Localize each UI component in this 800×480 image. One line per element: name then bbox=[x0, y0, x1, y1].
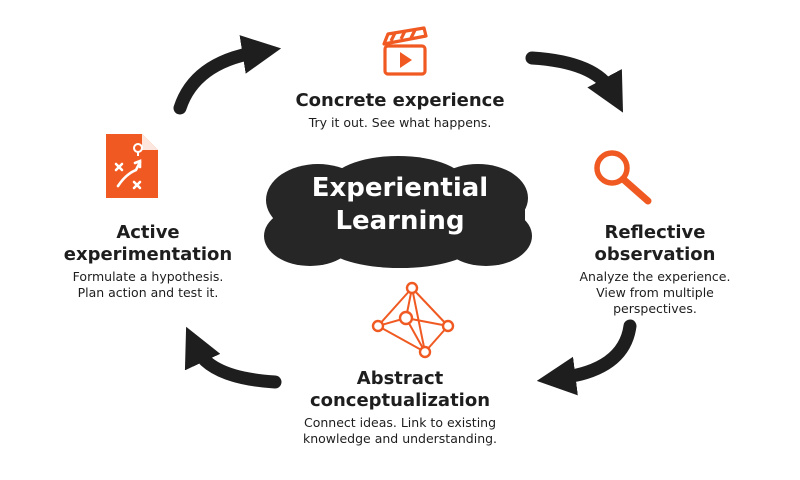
arrow-to-active bbox=[184, 326, 282, 389]
concrete-stage: Concrete experience Try it out. See what… bbox=[280, 90, 520, 131]
center-title: Experiential Learning bbox=[270, 172, 530, 238]
abstract-desc-line2: knowledge and understanding. bbox=[302, 431, 498, 446]
concrete-desc: Try it out. See what happens. bbox=[308, 115, 492, 130]
reflective-stage: Reflective observation Analyze the exper… bbox=[555, 222, 755, 317]
active-desc-line1: Formulate a hypothesis. bbox=[72, 269, 224, 284]
reflective-desc-line1: Analyze the experience. bbox=[579, 269, 731, 284]
magnifier-icon bbox=[594, 150, 652, 205]
clapperboard-icon bbox=[382, 26, 428, 76]
active-desc-line2: Plan action and test it. bbox=[77, 285, 219, 300]
reflective-title-line2: observation bbox=[594, 244, 716, 265]
arrow-to-abstract bbox=[536, 319, 637, 396]
abstract-desc-line1: Connect ideas. Link to existing bbox=[303, 415, 497, 430]
arrow-to-concrete bbox=[173, 35, 282, 115]
abstract-title-line2: conceptualization bbox=[309, 390, 491, 411]
plan-document-icon bbox=[106, 134, 158, 198]
active-title-line1: Active bbox=[116, 222, 180, 243]
center-title-line1: Experiential bbox=[311, 173, 489, 203]
active-stage: Active experimentation Formulate a hypot… bbox=[48, 222, 248, 301]
center-title-line2: Learning bbox=[335, 206, 465, 236]
center-cloud bbox=[264, 156, 532, 268]
abstract-stage: Abstract conceptualization Connect ideas… bbox=[290, 368, 510, 447]
arrow-to-reflective bbox=[525, 51, 624, 113]
concrete-title: Concrete experience bbox=[295, 90, 505, 111]
network-icon bbox=[371, 281, 455, 359]
reflective-title-line1: Reflective bbox=[604, 222, 706, 243]
active-title-line2: experimentation bbox=[63, 244, 233, 265]
reflective-desc-line2: View from multiple perspectives. bbox=[596, 285, 714, 316]
abstract-title-line1: Abstract bbox=[356, 368, 444, 389]
